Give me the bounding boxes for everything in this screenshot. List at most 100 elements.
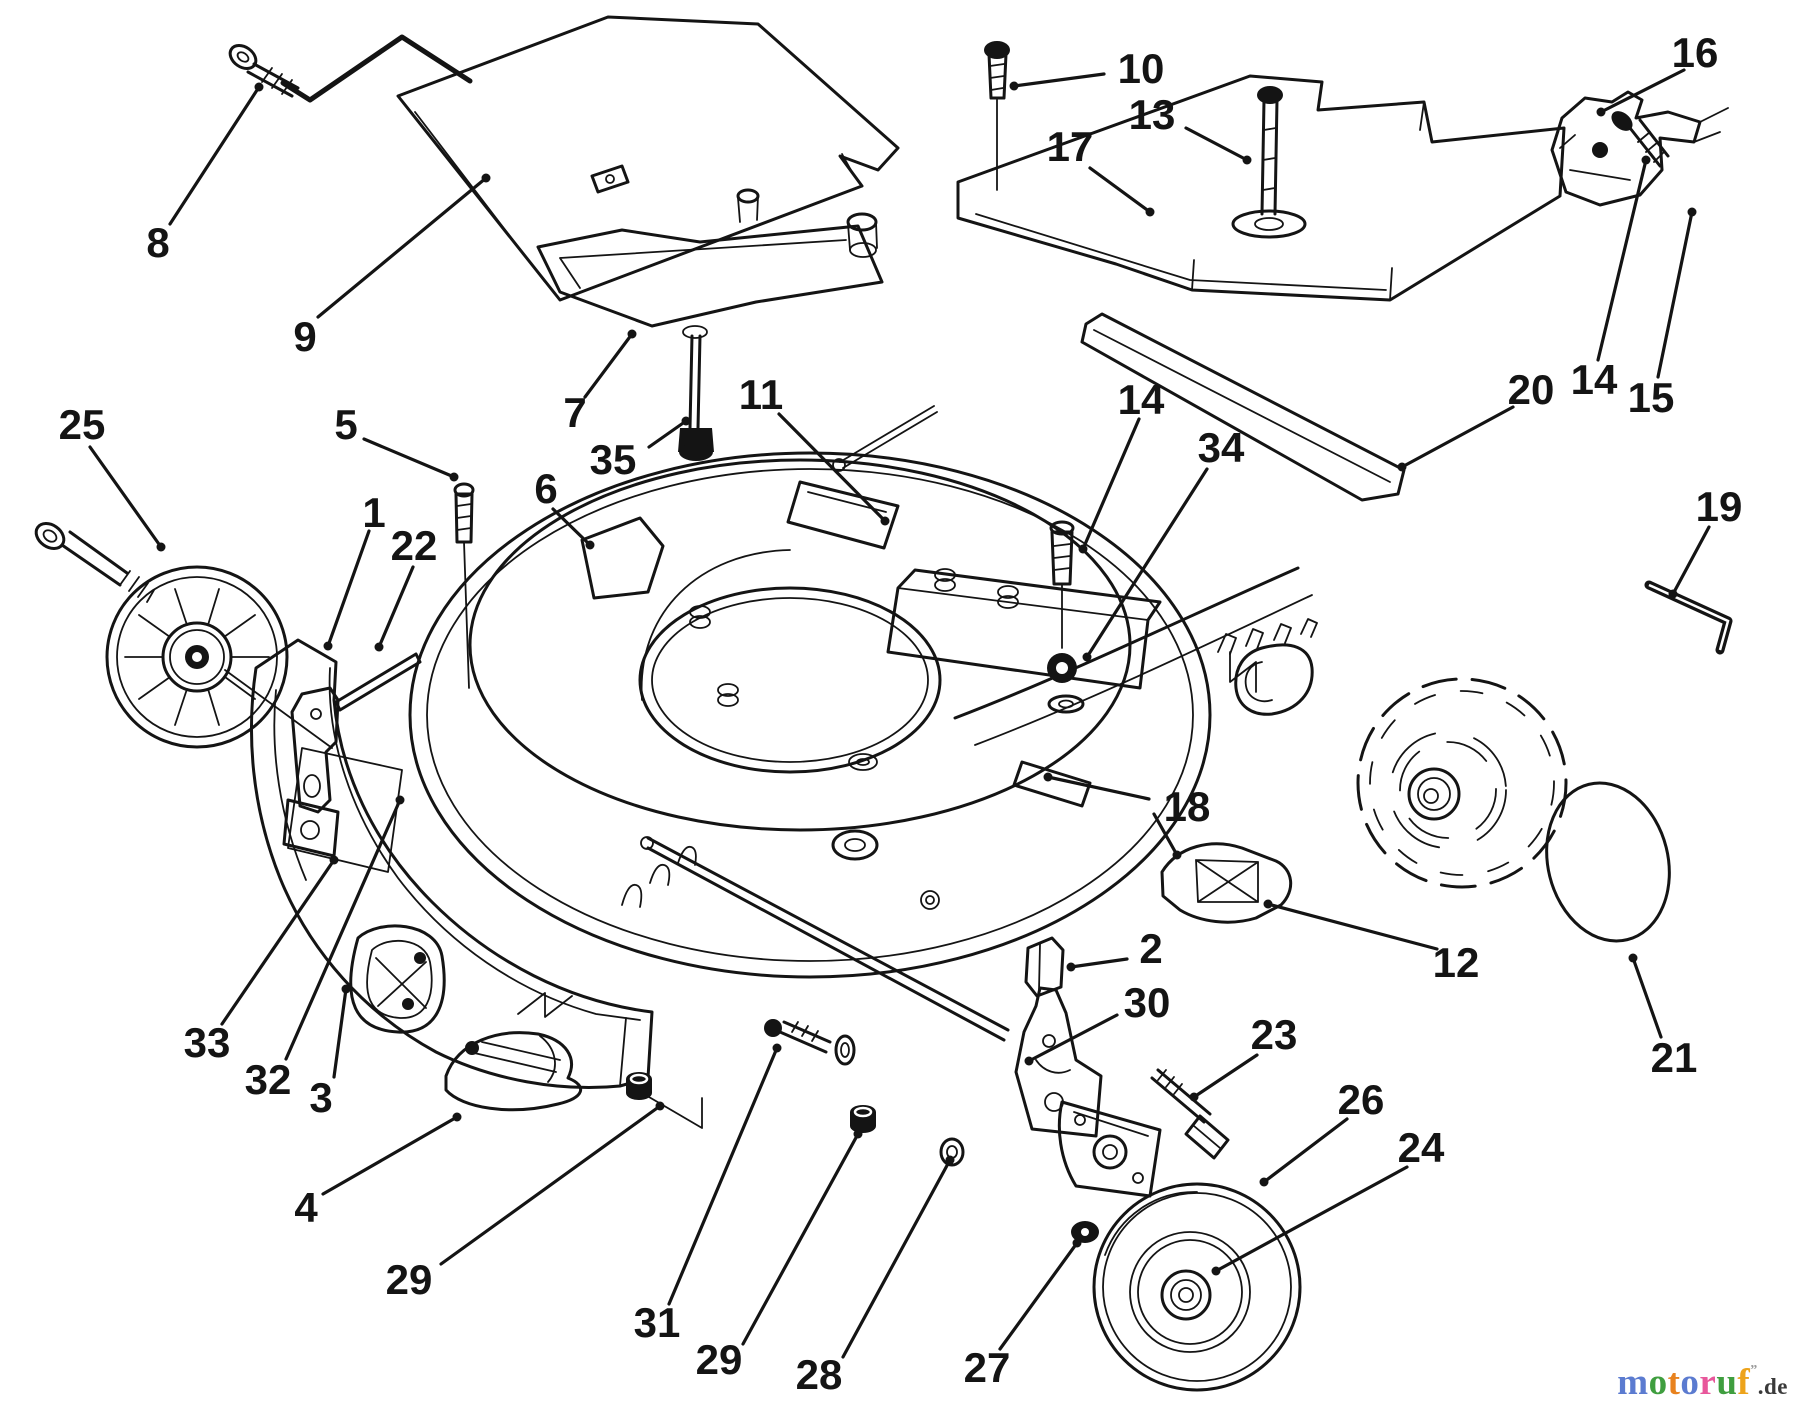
saddle-18 (1160, 842, 1292, 924)
callout-leader-8 (168, 85, 261, 226)
callout-leader-23 (1192, 1053, 1259, 1099)
logo-letter-m: m (1617, 1362, 1649, 1403)
bolt-14-top-right (1611, 111, 1670, 168)
callout-leader-6 (551, 507, 592, 547)
callout-leader-21 (1631, 956, 1663, 1039)
callout-1-12: 1 (362, 489, 385, 536)
callout-21-36: 21 (1651, 1034, 1698, 1081)
callout-leader-32 (284, 798, 402, 1061)
watermark-logo: motoruf”.de (1617, 1362, 1788, 1403)
callout-29-31: 29 (386, 1256, 433, 1303)
callout-leader-12 (1266, 902, 1439, 951)
bolt-35 (678, 325, 714, 461)
callout-leader-dot-5 (449, 472, 459, 482)
callout-leader-30 (1027, 1013, 1119, 1063)
deflector-strip-20 (1080, 312, 1406, 502)
callout-leader-22 (377, 565, 415, 649)
callout-leader-14 (1081, 417, 1141, 551)
callout-3-29: 3 (309, 1074, 332, 1121)
callout-33-27: 33 (184, 1019, 231, 1066)
reference-zigzag-8 (280, 34, 473, 103)
engine-cover-17 (956, 74, 1566, 302)
deflector-4 (444, 992, 582, 1112)
callout-leader-29 (439, 1104, 662, 1266)
top-cover-panel (396, 15, 900, 302)
callout-leader-dot-15 (1687, 207, 1697, 217)
callout-18-20: 18 (1164, 783, 1211, 830)
callout-leader-dot-1 (323, 641, 333, 651)
callout-14-18: 14 (1118, 376, 1165, 423)
nut-29-left (626, 1072, 652, 1100)
callout-34-19: 34 (1198, 424, 1245, 471)
callout-7-16: 7 (563, 389, 586, 436)
callout-leader-dot-16 (1596, 107, 1606, 117)
pivot-plate (1057, 1100, 1162, 1198)
callout-4-30: 4 (294, 1184, 318, 1231)
front-left-wheel (105, 565, 333, 749)
callout-leader-26 (1262, 1117, 1349, 1184)
logo-letter-t: t (1667, 1362, 1681, 1403)
bolt-23 (1150, 1068, 1230, 1160)
callout-leader-dot-14 (1641, 155, 1651, 165)
bracket-1 (282, 686, 340, 858)
skirt-end-cap (1234, 643, 1314, 716)
rod-19 (1644, 580, 1733, 655)
callout-leader-dot-2 (1066, 962, 1076, 972)
callout-leader-7 (583, 332, 634, 399)
callout-leader-dot-18 (1043, 772, 1053, 782)
callout-leader-33 (220, 858, 336, 1026)
bolt-8 (228, 34, 473, 103)
callout-35-15: 35 (590, 436, 637, 483)
callout-leader-14 (1596, 158, 1648, 362)
baffle-plate-7 (536, 188, 884, 328)
callout-31-32: 31 (634, 1299, 681, 1346)
screw-5 (453, 482, 475, 689)
callout-leader-dot-30 (1024, 1056, 1034, 1066)
callout-leader-dot-10 (1009, 81, 1019, 91)
callout-27-35: 27 (964, 1344, 1011, 1391)
oring-21 (1545, 781, 1671, 943)
callout-leader-35 (647, 419, 688, 449)
callout-leader-dot-27 (1072, 1238, 1082, 1248)
callout-leader-dot-23 (1189, 1092, 1199, 1102)
callout-leader-dot-26 (1259, 1177, 1269, 1187)
callout-leader-3 (332, 987, 348, 1079)
callout-leader-dot-24 (1211, 1266, 1221, 1276)
callout-leader-dot-4 (452, 1112, 462, 1122)
logo-letter-u: u (1716, 1362, 1738, 1403)
callout-leader-13 (1184, 126, 1249, 162)
callout-leader-9 (316, 176, 488, 319)
callout-5-11: 5 (334, 401, 357, 448)
callout-13-3: 13 (1129, 91, 1176, 138)
callout-leader-dot-11 (880, 516, 890, 526)
callout-leader-2 (1069, 957, 1129, 969)
callout-leader-19 (1671, 525, 1711, 596)
callout-25-10: 25 (59, 401, 106, 448)
callout-leader-dot-21 (1628, 953, 1638, 963)
callout-leader-10 (1012, 72, 1106, 88)
callout-leader-dot-33 (329, 855, 339, 865)
callout-15-7: 15 (1628, 374, 1675, 421)
logo-word: motoruf (1617, 1362, 1750, 1403)
deck-slot (786, 480, 900, 550)
callout-leader-dot-12 (1263, 899, 1273, 909)
logo-letter-o: o (1680, 1362, 1700, 1403)
callout-14-6: 14 (1571, 356, 1618, 403)
deck-pentagon-6 (580, 516, 665, 600)
callout-leader-25 (88, 445, 163, 549)
callout-32-28: 32 (245, 1056, 292, 1103)
callout-leader-18 (1046, 775, 1151, 801)
logo-letter-o: o (1648, 1362, 1668, 1403)
callout-leader-17 (1088, 166, 1152, 214)
logo-letter-f: f (1737, 1362, 1751, 1403)
callout-leader-dot-13 (1242, 155, 1252, 165)
callout-leader-16 (1599, 68, 1686, 114)
deck-trim-slot (1012, 760, 1092, 808)
logo-trademark: ” (1750, 1363, 1758, 1378)
callout-leader-dot-9 (481, 173, 491, 183)
callout-leader-28 (841, 1158, 952, 1359)
callout-17-4: 17 (1047, 123, 1094, 170)
callout-leader-dot-31 (772, 1043, 782, 1053)
